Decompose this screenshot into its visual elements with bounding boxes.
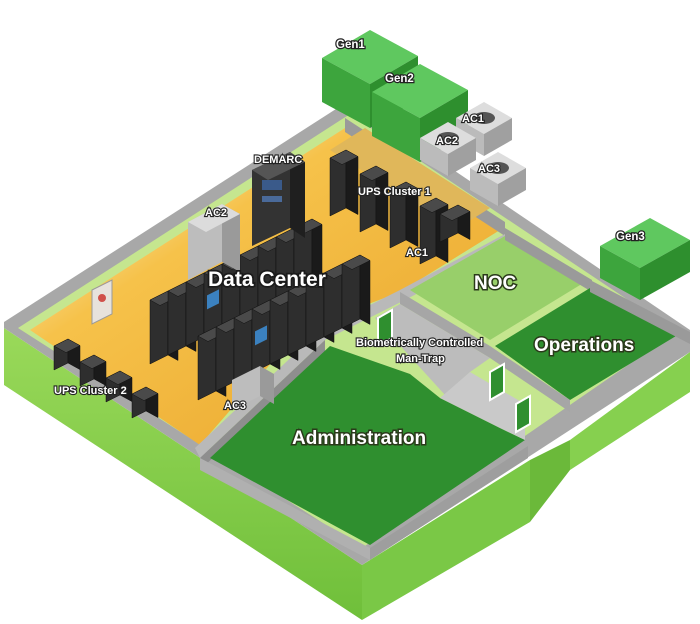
ups2-cabinet-4 bbox=[131, 386, 159, 419]
ac3-indoor-unit bbox=[232, 366, 274, 410]
ups2-cabinet-3 bbox=[105, 370, 133, 403]
ac1-outdoor-unit bbox=[456, 102, 512, 156]
administration-wall-left bbox=[200, 458, 370, 560]
rack-back-9 bbox=[293, 218, 323, 293]
man-trap-floor bbox=[375, 304, 490, 395]
label-man-trap-line2: Man-Trap bbox=[396, 353, 445, 365]
label-man-trap-line1: Biometrically Controlled bbox=[356, 337, 483, 349]
label-ups-cluster-2: UPS Cluster 2 bbox=[54, 385, 127, 397]
operations-floor bbox=[495, 288, 676, 400]
rack-row-back bbox=[149, 218, 323, 365]
operations-wall-right bbox=[590, 280, 690, 344]
ups1-floor bbox=[330, 128, 490, 230]
administration-room bbox=[200, 346, 528, 560]
noc-room bbox=[400, 228, 592, 358]
ups1-cabinet-1 bbox=[329, 149, 359, 217]
rack-row-front bbox=[197, 254, 371, 401]
ups1-cabinet-2 bbox=[359, 165, 389, 233]
man-trap-door-2[interactable] bbox=[489, 362, 505, 402]
ups-cluster-1-units bbox=[329, 149, 471, 265]
label-ac1-indoor: AC1 bbox=[406, 247, 428, 259]
ups2-cabinet-1 bbox=[53, 338, 81, 371]
rack-front-9 bbox=[341, 254, 371, 329]
ups-cluster-2-units bbox=[53, 338, 159, 419]
label-ac2-indoor: AC2 bbox=[205, 207, 227, 219]
ups-cluster-1-room bbox=[330, 128, 490, 230]
administration-wall-right bbox=[370, 446, 528, 560]
label-gen3: Gen3 bbox=[616, 231, 645, 243]
label-ac1-outdoor: AC1 bbox=[462, 113, 484, 125]
outdoor-ac-units bbox=[420, 102, 526, 206]
label-ups-cluster-1: UPS Cluster 1 bbox=[358, 186, 431, 198]
label-data-center: Data Center bbox=[208, 268, 326, 291]
outer-wall-left bbox=[4, 328, 362, 620]
corridor-floor bbox=[440, 372, 525, 440]
label-ac3-indoor: AC3 bbox=[224, 400, 246, 412]
ac3-outdoor-unit bbox=[470, 152, 526, 206]
operations-room bbox=[490, 280, 690, 412]
dc-partition-front-face bbox=[200, 340, 325, 470]
administration-floor bbox=[210, 346, 525, 545]
ups1-cabinet-3 bbox=[389, 181, 419, 249]
label-operations: Operations bbox=[534, 335, 634, 356]
label-demarc: DEMARC bbox=[254, 154, 302, 166]
label-gen2: Gen2 bbox=[385, 73, 414, 85]
demarc-rack bbox=[252, 152, 305, 246]
label-administration: Administration bbox=[292, 428, 426, 449]
ac2-indoor-unit bbox=[188, 204, 240, 280]
label-ac2-outdoor: AC2 bbox=[436, 135, 458, 147]
man-trap-area bbox=[375, 304, 531, 440]
gen3-unit bbox=[600, 218, 690, 300]
outer-wall-ops-front bbox=[570, 352, 690, 470]
operations-wall bbox=[490, 346, 570, 412]
label-noc: NOC bbox=[474, 273, 517, 294]
outer-wall-front bbox=[362, 460, 530, 620]
label-ac3-outdoor: AC3 bbox=[478, 163, 500, 175]
ac2-outdoor-unit bbox=[420, 122, 476, 176]
corridor-door[interactable] bbox=[515, 394, 531, 434]
noc-wall-front bbox=[400, 292, 490, 358]
noc-floor bbox=[410, 236, 585, 340]
man-trap-door-1[interactable] bbox=[377, 308, 393, 348]
electrical-panel bbox=[91, 279, 113, 325]
ups1-cabinet-5 bbox=[439, 204, 471, 243]
outer-wall-right-wing bbox=[530, 440, 570, 522]
noc-wall bbox=[505, 228, 592, 292]
label-gen1: Gen1 bbox=[336, 39, 365, 51]
ups2-cabinet-2 bbox=[79, 354, 107, 387]
